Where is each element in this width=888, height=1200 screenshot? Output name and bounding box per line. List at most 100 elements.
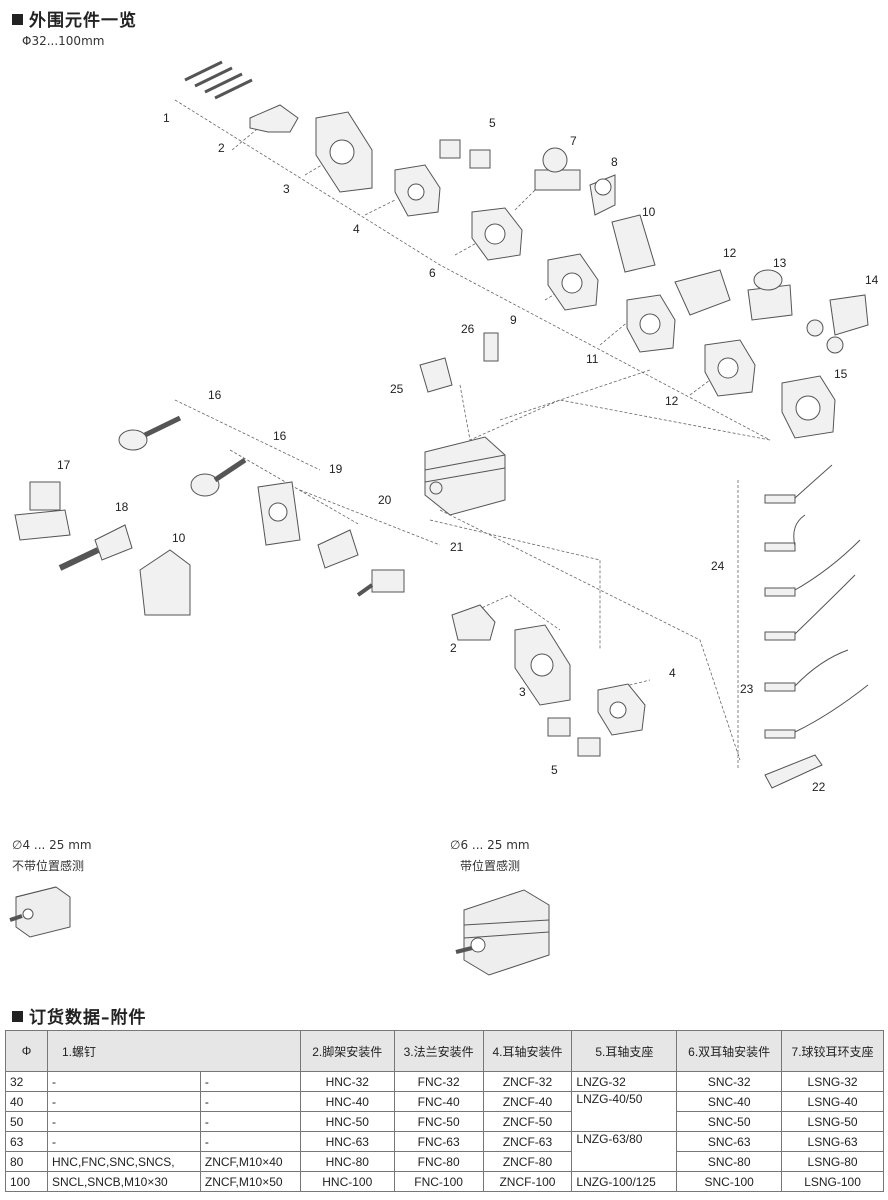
callout-4b: 4 bbox=[669, 666, 676, 680]
cell-trunnion-support: LNZG-40/50 bbox=[571, 1091, 678, 1132]
cell-foot: HNC-100 bbox=[299, 1171, 395, 1192]
callout-24: 24 bbox=[711, 559, 725, 573]
header-trunnion-mount: 4.耳轴安装件 bbox=[482, 1030, 573, 1072]
cell-double-trunnion: SNC-100 bbox=[676, 1171, 783, 1192]
cell-bore: 63 bbox=[5, 1131, 48, 1152]
foot-mount-part bbox=[249, 104, 299, 133]
compact-cylinder-body bbox=[424, 436, 506, 516]
callout-15: 15 bbox=[834, 367, 848, 381]
compact-cylinder-small-image bbox=[9, 886, 71, 938]
callout-7: 7 bbox=[570, 134, 577, 148]
cell-double-trunnion: SNC-80 bbox=[676, 1151, 783, 1172]
cell-double-trunnion: SNC-40 bbox=[676, 1091, 783, 1112]
callout-3b: 3 bbox=[519, 685, 526, 699]
cell-ball-eye: LSNG-50 bbox=[781, 1111, 884, 1132]
trunnion-mount-part-lower bbox=[597, 683, 646, 736]
cell-screw-b: ZNCF,M10×50 bbox=[199, 1171, 301, 1192]
clevis-bracket-part-7 bbox=[534, 147, 581, 191]
section-title-text: 外围元件一览 bbox=[29, 11, 137, 31]
cell-foot: HNC-80 bbox=[299, 1151, 395, 1172]
cell-screw-b: - bbox=[199, 1071, 301, 1092]
header-double-trunnion: 6.双耳轴安装件 bbox=[676, 1030, 783, 1072]
flange-plate-part-19 bbox=[257, 481, 301, 546]
rod-eye-part-16b bbox=[190, 457, 247, 497]
trunnion-block-lower bbox=[547, 717, 571, 737]
cell-trunnion-support: LNZG-100/125 bbox=[571, 1171, 678, 1192]
square-flange-part-15 bbox=[781, 375, 836, 439]
cell-double-trunnion: SNC-50 bbox=[676, 1111, 783, 1132]
callout-10: 10 bbox=[642, 205, 656, 219]
cell-trunnion: ZNCF-32 bbox=[482, 1071, 573, 1092]
section-title-overview: 外围元件一览 bbox=[12, 6, 137, 31]
callout-8: 8 bbox=[611, 155, 618, 169]
callout-5b: 5 bbox=[551, 763, 558, 777]
header-screws: 1.螺钉 bbox=[46, 1030, 301, 1072]
cell-ball-eye: LSNG-32 bbox=[781, 1071, 884, 1092]
table-row: 32 - - HNC-32 FNC-32 ZNCF-32 LNZG-32 SNC… bbox=[5, 1071, 884, 1092]
table-row: 63 - - HNC-63 FNC-63 ZNCF-63 LNZG-63/80 … bbox=[5, 1131, 884, 1172]
table-row: 80 HNC,FNC,SNC,SNCS, ZNCF,M10×40 HNC-80 … bbox=[5, 1151, 884, 1172]
callout-12b: 12 bbox=[665, 394, 679, 408]
callout-26: 26 bbox=[461, 322, 475, 336]
cell-ball-eye: LSNG-40 bbox=[781, 1091, 884, 1112]
cell-ball-eye: LSNG-80 bbox=[781, 1151, 884, 1172]
swivel-flange-part bbox=[471, 207, 523, 261]
flange-part-12 bbox=[704, 339, 756, 397]
floating-joint-part bbox=[356, 569, 405, 597]
callout-1: 1 bbox=[163, 111, 170, 125]
cell-screw-a: HNC,FNC,SNC,SNCS, bbox=[46, 1151, 201, 1172]
callout-14: 14 bbox=[865, 273, 879, 287]
cell-flange: FNC-100 bbox=[393, 1171, 484, 1192]
straight-fitting-part bbox=[483, 332, 499, 362]
cell-screw-a: - bbox=[46, 1091, 201, 1112]
flange-part-11 bbox=[626, 294, 676, 353]
trunnion-block-part bbox=[439, 139, 461, 159]
table-row: 40 - - HNC-40 FNC-40 ZNCF-40 LNZG-40/50 … bbox=[5, 1091, 884, 1132]
cell-foot: HNC-40 bbox=[299, 1091, 395, 1112]
callout-2: 2 bbox=[218, 141, 225, 155]
cell-screw-b: - bbox=[199, 1091, 301, 1112]
cell-screw-b: - bbox=[199, 1111, 301, 1132]
callout-3: 3 bbox=[283, 182, 290, 196]
elbow-fitting-part bbox=[419, 357, 453, 393]
clevis-foot-part-17 bbox=[14, 481, 71, 541]
leader-lines bbox=[174, 99, 771, 770]
proximity-sensors bbox=[764, 464, 869, 739]
callout-6: 6 bbox=[429, 266, 436, 280]
callout-19: 19 bbox=[329, 462, 343, 476]
cell-ball-eye: LSNG-100 bbox=[781, 1171, 884, 1192]
trunnion-support-part bbox=[611, 214, 656, 273]
sensor-rail-part bbox=[764, 754, 823, 789]
flange-part-9 bbox=[547, 253, 599, 311]
accessory-exploded-diagram: 1 2 3 4 5 6 7 8 9 10 11 12 13 14 15 16 1… bbox=[14, 60, 879, 794]
section-title-ordering: 订货数据–附件 bbox=[12, 1003, 147, 1028]
bracket-part-13 bbox=[747, 269, 793, 321]
cell-trunnion: ZNCF-50 bbox=[482, 1111, 573, 1132]
callout-20: 20 bbox=[378, 493, 392, 507]
cell-trunnion: ZNCF-63 bbox=[482, 1131, 573, 1152]
cell-bore: 80 bbox=[5, 1151, 48, 1172]
cell-screw-b: ZNCF,M10×40 bbox=[199, 1151, 301, 1172]
cell-bore: 40 bbox=[5, 1091, 48, 1112]
screws-part bbox=[184, 60, 253, 100]
cell-screw-a: - bbox=[46, 1071, 201, 1092]
variant-range-large: ∅6 ... 25 mm bbox=[450, 838, 530, 852]
table-header-row: Φ 1.螺钉 2.脚架安装件 3.法兰安装件 4.耳轴安装件 5.耳轴支座 6.… bbox=[5, 1030, 884, 1072]
callout-16: 16 bbox=[208, 388, 222, 402]
variant-range-small: ∅4 ... 25 mm bbox=[12, 838, 92, 852]
callout-16b: 16 bbox=[273, 429, 287, 443]
table-row: 100 SNCL,SNCB,M10×30 ZNCF,M10×50 HNC-100… bbox=[5, 1171, 884, 1192]
cell-trunnion-support: LNZG-63/80 bbox=[571, 1131, 678, 1172]
cell-flange: FNC-80 bbox=[393, 1151, 484, 1172]
callout-12: 12 bbox=[723, 246, 737, 260]
cell-bore: 100 bbox=[5, 1171, 48, 1192]
header-bore: Φ bbox=[5, 1030, 48, 1072]
cell-bore: 32 bbox=[5, 1071, 48, 1092]
rod-clevis-part-20 bbox=[317, 529, 359, 569]
flange-part bbox=[315, 111, 373, 193]
section-title-text: 订货数据–附件 bbox=[29, 1008, 147, 1028]
flange-part-lower bbox=[514, 624, 571, 706]
cell-screw-b: - bbox=[199, 1131, 301, 1152]
cell-screw-a: - bbox=[46, 1131, 201, 1152]
bore-range: Φ32...100mm bbox=[22, 34, 105, 48]
